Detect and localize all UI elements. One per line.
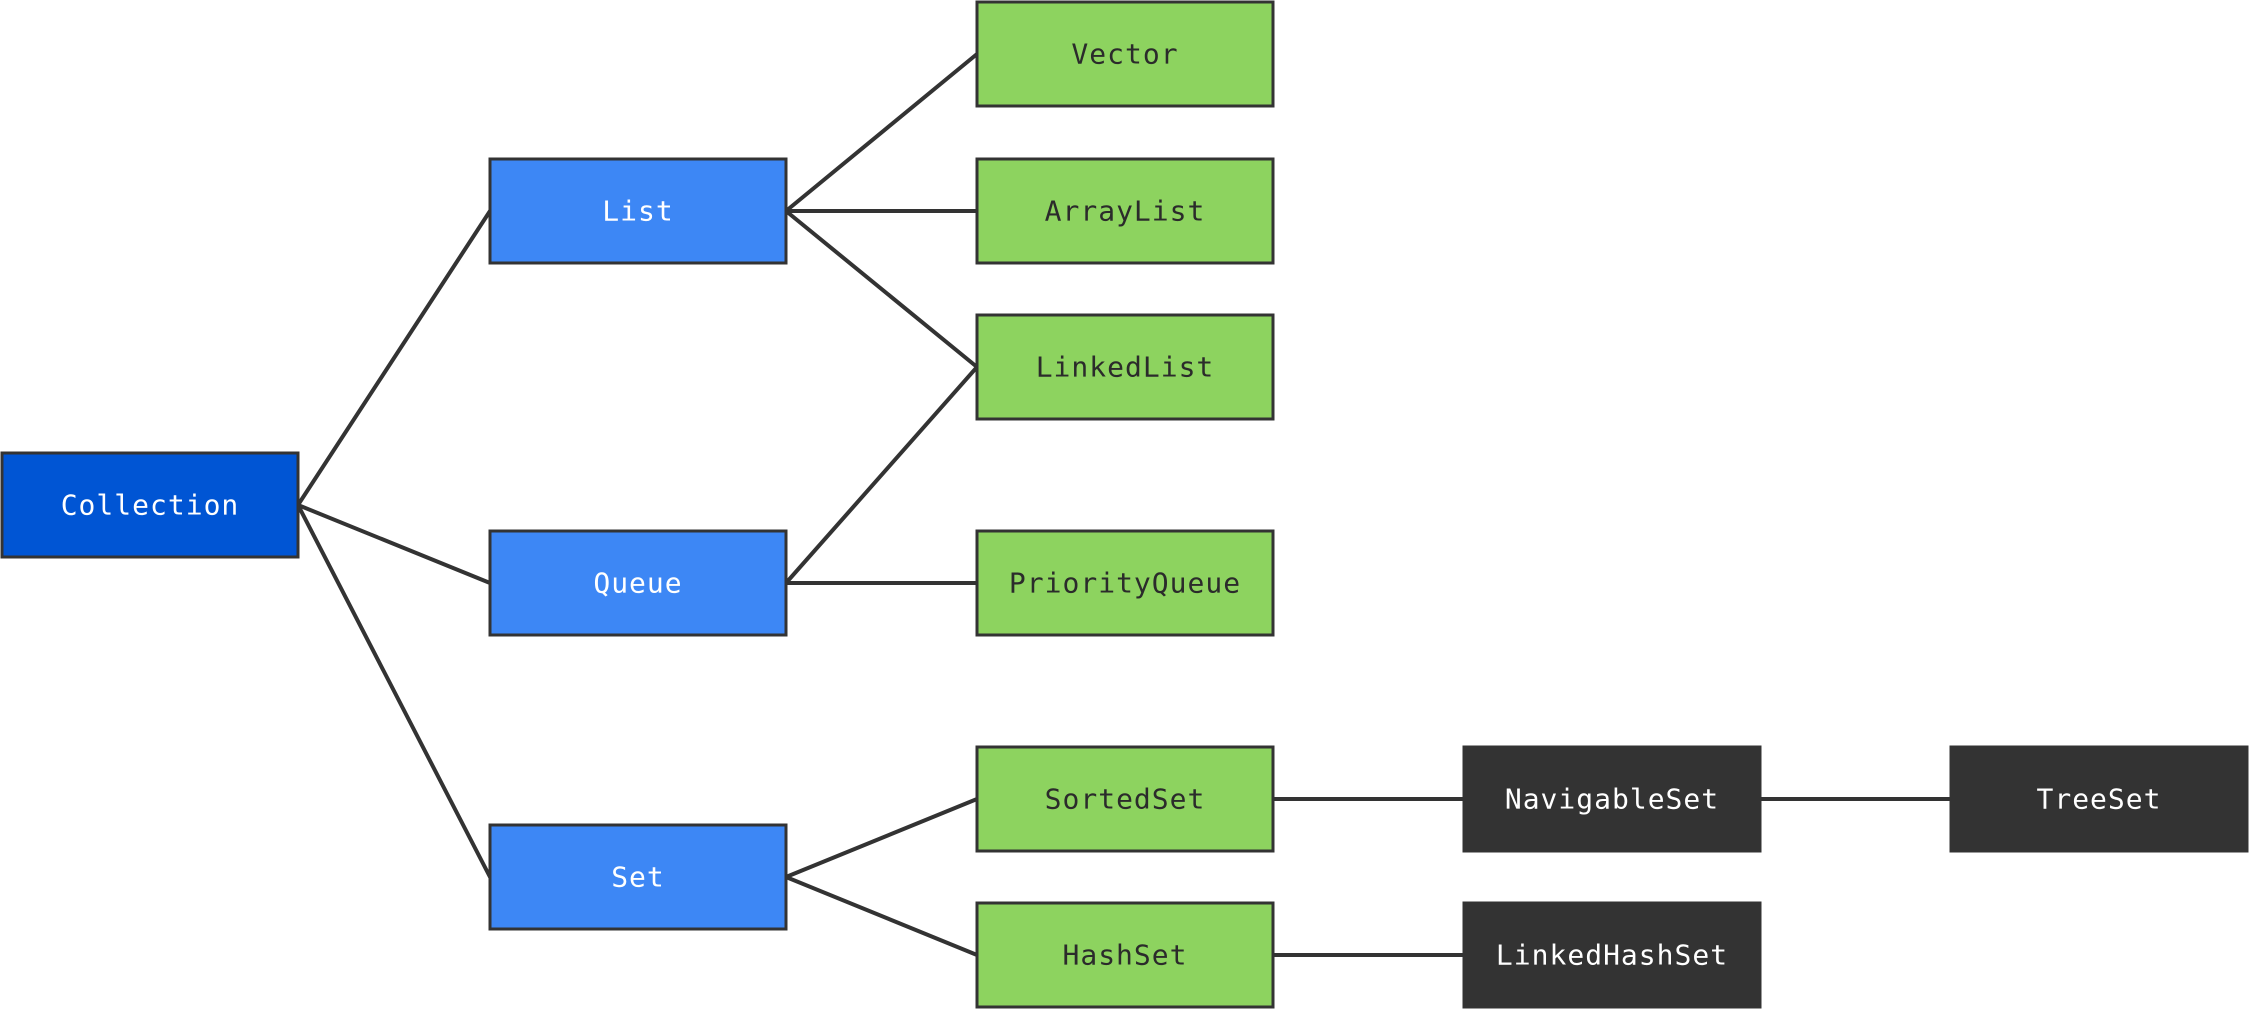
node-set-box [488, 823, 788, 931]
node-linkedhashset: LinkedHashSet [1462, 901, 1762, 1009]
edge-queue-to-linkedlist [784, 365, 979, 585]
node-collection-label: Collection [61, 489, 240, 522]
node-priorityqueue: PriorityQueue [975, 529, 1275, 637]
node-arraylist: ArrayList [975, 157, 1275, 265]
node-linkedhashset-label: LinkedHashSet [1496, 939, 1728, 972]
node-navigableset-label: NavigableSet [1505, 783, 1719, 816]
node-arraylist-box [975, 157, 1275, 265]
node-hashset-box [975, 901, 1275, 1009]
node-sortedset: SortedSet [975, 745, 1275, 853]
node-hashset: HashSet [975, 901, 1275, 1009]
edge-collection-to-queue [296, 503, 492, 585]
node-sortedset-box [975, 745, 1275, 853]
node-list-box [488, 157, 788, 265]
edge-list-to-linkedlist [784, 209, 979, 369]
edges-layer [296, 52, 1953, 957]
node-queue-box [488, 529, 788, 637]
node-arraylist-label: ArrayList [1045, 195, 1206, 228]
node-linkedhashset-box [1462, 901, 1762, 1009]
node-treeset-label: TreeSet [2036, 783, 2161, 816]
node-vector: Vector [975, 0, 1275, 108]
node-linkedlist: LinkedList [975, 313, 1275, 421]
node-priorityqueue-box [975, 529, 1275, 637]
node-linkedlist-label: LinkedList [1036, 351, 1215, 384]
node-priorityqueue-label: PriorityQueue [1009, 567, 1241, 600]
edge-list-to-vector [784, 52, 979, 213]
node-queue: Queue [488, 529, 788, 637]
node-linkedlist-box [975, 313, 1275, 421]
node-vector-label: Vector [1071, 38, 1178, 71]
node-navigableset-box [1462, 745, 1762, 853]
node-collection: Collection [0, 451, 300, 559]
node-vector-box [975, 0, 1275, 108]
node-hashset-label: HashSet [1062, 939, 1187, 972]
edge-collection-to-set [296, 503, 492, 879]
node-navigableset: NavigableSet [1462, 745, 1762, 853]
edge-collection-to-list [296, 209, 492, 507]
node-list-label: List [602, 195, 673, 228]
node-sortedset-label: SortedSet [1045, 783, 1206, 816]
node-list: List [488, 157, 788, 265]
node-set: Set [488, 823, 788, 931]
node-set-label: Set [611, 861, 665, 894]
node-treeset-box [1949, 745, 2249, 853]
node-collection-box [0, 451, 300, 559]
edge-set-to-sortedset [784, 797, 979, 879]
node-queue-label: Queue [593, 567, 682, 600]
edge-set-to-hashset [784, 875, 979, 957]
node-treeset: TreeSet [1949, 745, 2249, 853]
